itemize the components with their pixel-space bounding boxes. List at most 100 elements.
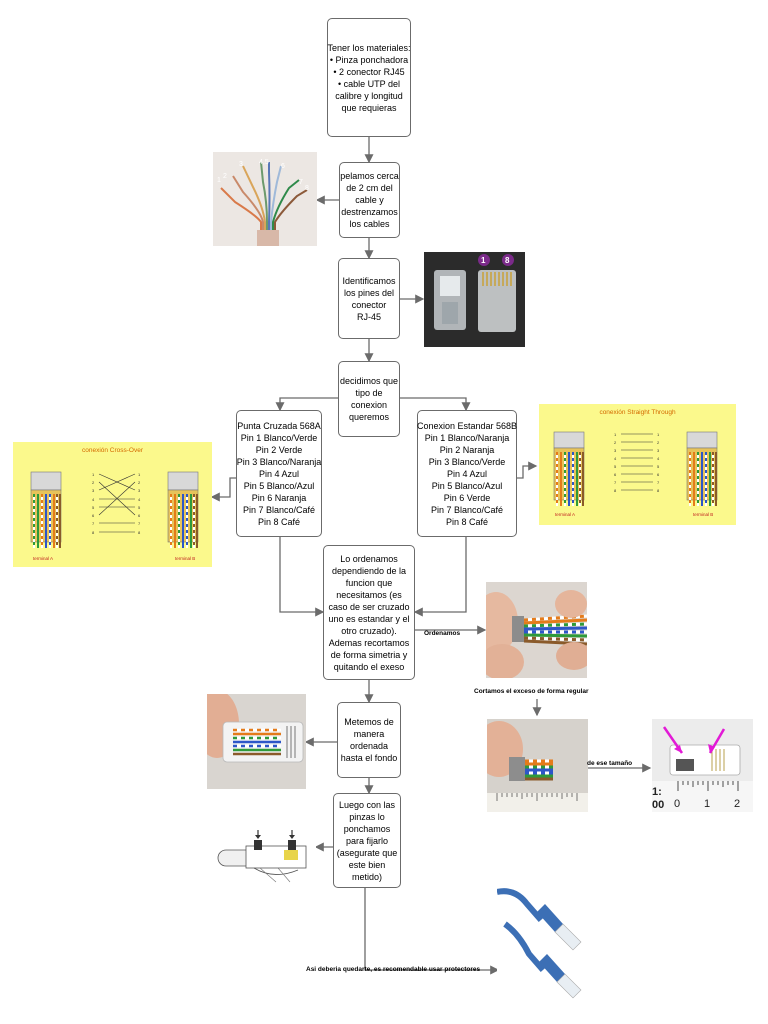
straight-line: Pin 8 Café xyxy=(445,516,489,527)
pin-label: 6 xyxy=(657,472,660,477)
pin-label: 2 xyxy=(92,480,95,485)
straight-line: Pin 1 Blanco/Naranja xyxy=(424,432,510,443)
ruler-number: 1 xyxy=(704,798,710,810)
step-materials-line: • 2 conector RJ45 xyxy=(333,66,405,77)
pin-label: 3 xyxy=(92,488,95,493)
pin-label: 7 xyxy=(657,480,660,485)
terminal-b-label: terminal B xyxy=(175,556,196,561)
arrow-decide-crossover xyxy=(275,397,338,412)
step-order-line: Lo ordenamos xyxy=(340,553,398,564)
ruler-number: 2 xyxy=(734,798,740,810)
step-crimp-line: pinzas lo xyxy=(349,811,385,822)
wire-number: 6 xyxy=(281,163,285,170)
pin-label: 4 xyxy=(614,456,617,461)
step-decide-line: decidimos que xyxy=(339,376,399,386)
wire-number: 1 xyxy=(217,177,221,184)
arrow-straight-panel xyxy=(517,461,538,479)
step-order-line: quitando el exeso xyxy=(333,661,405,672)
step-order-line: Ademas recortamos xyxy=(328,637,410,648)
crossover-line: Pin 4 Azul xyxy=(258,468,300,479)
pin-label: 3 xyxy=(138,488,141,493)
crossover-diagram-title: conexión Cross-Over xyxy=(81,447,144,454)
step-order-line: funcion que xyxy=(345,577,393,588)
straight-diagram: conexión Straight Through xyxy=(539,404,736,525)
pin-label: 5 xyxy=(92,505,95,510)
pin-label: 6 xyxy=(614,472,617,477)
step-order-line: de forma simetria y xyxy=(330,649,408,660)
pin-label: 1 xyxy=(138,472,141,477)
step-crimp-line: para fijarlo xyxy=(345,835,389,846)
terminal-b-label: terminal B xyxy=(693,512,714,517)
arrow-crossover-order xyxy=(279,537,325,617)
crossover-line: Pin 6 Naranja xyxy=(251,492,307,503)
pin-label: 4 xyxy=(92,497,95,502)
straight-line: Pin 6 Verde xyxy=(443,492,491,503)
step-order-line: dependiendo de la xyxy=(331,565,407,576)
pin-number: 1 xyxy=(481,256,486,265)
wire-number: 4,5 xyxy=(259,159,269,166)
step-materials-line: calibre y longitud xyxy=(335,90,403,101)
step-strip-line: destrenzamos xyxy=(341,207,398,217)
step-insert: Metemos de manera ordenada hasta el fond… xyxy=(337,702,401,778)
crossover-line: Pin 1 Blanco/Verde xyxy=(240,432,318,443)
step-identify-line: los pines del xyxy=(343,287,395,298)
pin-label: 2 xyxy=(138,480,141,485)
step-identify: Identificamos los pines del conector RJ-… xyxy=(338,258,400,339)
pin-label: 7 xyxy=(92,521,95,526)
pin-label: 4 xyxy=(138,497,141,502)
step-decide-line: tipo de xyxy=(355,388,383,398)
pin-label: 8 xyxy=(614,488,617,493)
step-order-line: necesitamos (es xyxy=(336,589,402,600)
step-insert-line: ordenada xyxy=(349,741,389,751)
step-materials: Tener los materiales: • Pinza ponchadora… xyxy=(327,18,411,137)
pin-label: 1 xyxy=(657,432,660,437)
arrow-crossover-panel xyxy=(210,477,236,502)
step-order-line: uno es estandar y el xyxy=(328,613,410,624)
pin-label: 6 xyxy=(138,513,141,518)
step-crimp-line: Luego con las xyxy=(338,799,396,810)
step-strip-line: de 2 cm del xyxy=(346,183,393,193)
step-order-line: caso de ser cruzado xyxy=(328,601,410,612)
step-strip: pelamos cerca de 2 cm del cable y destre… xyxy=(339,162,400,238)
step-order: Lo ordenamos dependiendo de la funcion q… xyxy=(323,545,415,680)
pin-label: 6 xyxy=(92,513,95,518)
step-decide: decidimos que tipo de conexion queremos xyxy=(338,361,400,437)
wire-number: 8 xyxy=(305,185,309,192)
pin-number: 8 xyxy=(505,256,510,265)
label-tamano: de ese tamaño xyxy=(587,760,633,767)
photo-connector-ruler: 1: 00 0 1 2 xyxy=(652,719,753,812)
terminal-a-label: terminal A xyxy=(555,512,576,517)
crossover-line: Pin 7 Blanco/Café xyxy=(242,504,316,515)
step-straight-pinout: Conexion Estandar 568B Pin 1 Blanco/Nara… xyxy=(417,410,517,537)
arrow-crimp-final xyxy=(364,888,500,975)
step-strip-line: los cables xyxy=(349,219,390,229)
step-crimp-line: (asegurate que xyxy=(336,847,398,858)
pin-label: 5 xyxy=(657,464,660,469)
step-crossover-pinout: Punta Cruzada 568A Pin 1 Blanco/Verde Pi… xyxy=(236,410,322,537)
straight-line: Pin 4 Azul xyxy=(446,468,488,479)
straight-line: Pin 3 Blanco/Verde xyxy=(428,456,506,467)
wire-number: 2 xyxy=(223,173,227,180)
pin-label: 3 xyxy=(614,448,617,453)
step-identify-line: conector xyxy=(351,299,387,310)
pin-label: 5 xyxy=(614,464,617,469)
photo-ordered-wires xyxy=(486,582,587,678)
pin-label: 2 xyxy=(614,440,617,445)
ruler-number: 0 xyxy=(674,798,680,810)
pin-label: 8 xyxy=(92,530,95,535)
straight-line: Pin 7 Blanco/Café xyxy=(430,504,504,515)
step-identify-line: RJ-45 xyxy=(356,311,381,322)
wire-number: 3 xyxy=(239,161,243,168)
step-materials-line: • Pinza ponchadora xyxy=(329,54,409,65)
ruler-number: 00 xyxy=(652,799,664,811)
step-materials-line: Tener los materiales: xyxy=(327,42,411,53)
pin-label: 4 xyxy=(657,456,660,461)
step-strip-line: pelamos cerca xyxy=(340,171,399,181)
step-materials-line: • cable UTP del xyxy=(337,78,400,89)
step-insert-line: Metemos de xyxy=(344,717,394,727)
crossover-line: Pin 8 Café xyxy=(257,516,301,527)
straight-line: Conexion Estandar 568B xyxy=(416,420,518,431)
terminal-a-label: terminal A xyxy=(33,556,54,561)
crossover-line: Pin 2 Verde xyxy=(255,444,303,455)
